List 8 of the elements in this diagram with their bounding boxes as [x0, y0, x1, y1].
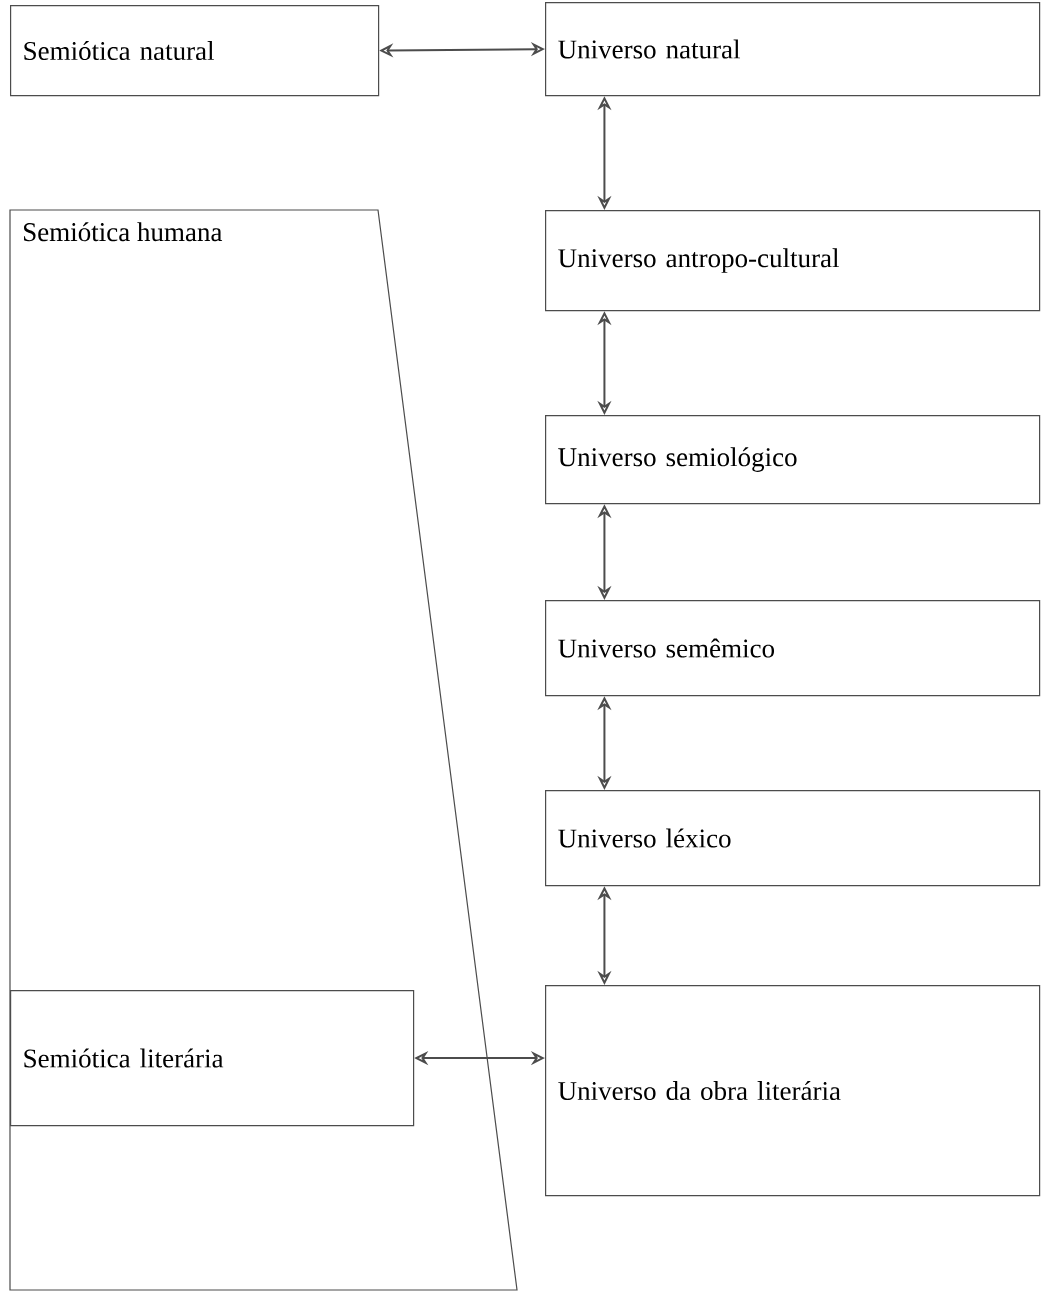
rectangle-box: Universo léxico	[545, 790, 1041, 887]
rectangle-box: Universo da obra literária	[545, 985, 1041, 1197]
rectangle-box: Universo semiológico	[545, 415, 1041, 505]
rectangle-box: Semiótica literária	[10, 990, 415, 1127]
rectangle-box: Universo natural	[545, 2, 1041, 97]
rectangle-box: Universo antropo-cultural	[545, 210, 1041, 312]
rectangle-box: Universo semêmico	[545, 600, 1041, 697]
rectangle-box: Semiótica natural	[10, 5, 380, 97]
